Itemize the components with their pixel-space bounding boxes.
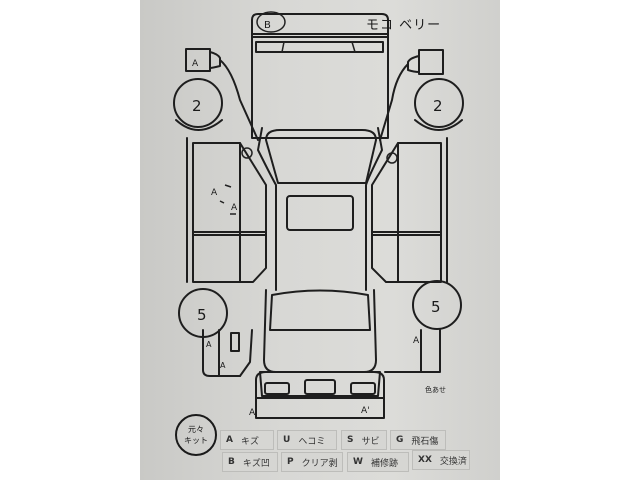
tire-front-left: 2 bbox=[192, 97, 202, 115]
rear-view bbox=[255, 371, 385, 419]
roof-mark: B bbox=[264, 20, 271, 31]
svg-text:A: A bbox=[220, 361, 226, 370]
svg-text:A: A bbox=[413, 336, 420, 346]
svg-text:A: A bbox=[211, 188, 218, 198]
handwritten-marks: B A 2 2 A A 5 5 A A A A A' 色あせ bbox=[192, 20, 446, 418]
stamp: 元々 キット bbox=[175, 414, 217, 456]
vehicle-name: モコ ベリー bbox=[366, 18, 442, 33]
left-side-view bbox=[173, 48, 267, 377]
fade-note: 色あせ bbox=[425, 385, 446, 394]
svg-text:A: A bbox=[231, 203, 238, 213]
svg-text:A: A bbox=[192, 59, 199, 69]
tire-front-right: 2 bbox=[433, 97, 443, 115]
svg-text:A': A' bbox=[361, 406, 370, 416]
front-view bbox=[251, 11, 389, 139]
tire-rear-right: 5 bbox=[431, 298, 441, 316]
right-side-view bbox=[371, 49, 464, 373]
roof-view bbox=[257, 127, 383, 373]
svg-text:A: A bbox=[249, 408, 256, 418]
tire-rear-left: 5 bbox=[197, 306, 207, 324]
svg-text:A: A bbox=[206, 340, 212, 349]
